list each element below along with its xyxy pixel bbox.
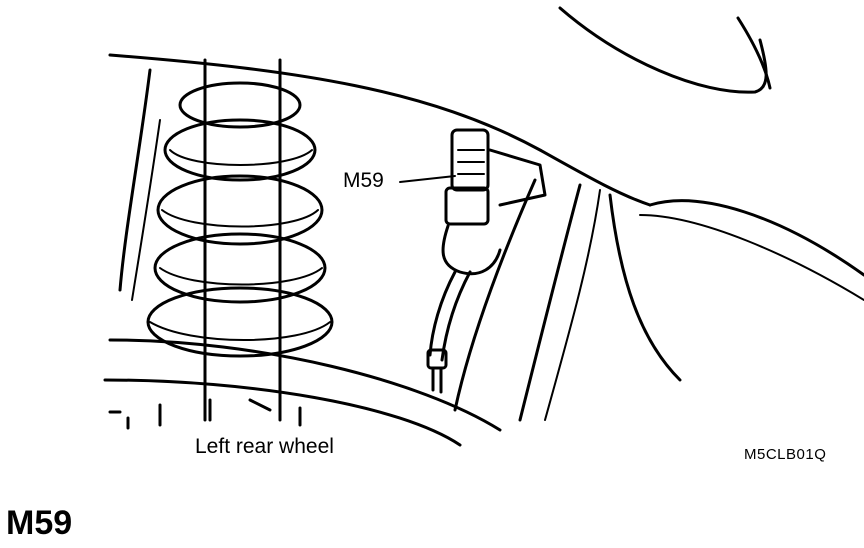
tire <box>103 338 502 447</box>
coil-spring <box>146 81 334 358</box>
figure-code: M5CLB01Q <box>744 446 827 463</box>
wheel-label: Left rear wheel <box>195 435 334 458</box>
wheelhouse-inner <box>453 178 682 422</box>
callout-leader-line <box>399 175 456 183</box>
body-panel-outline <box>108 6 864 301</box>
connector-m59-drawing <box>426 128 547 394</box>
callout-label: M59 <box>343 169 384 192</box>
connector-id-heading: M59 <box>6 504 73 542</box>
